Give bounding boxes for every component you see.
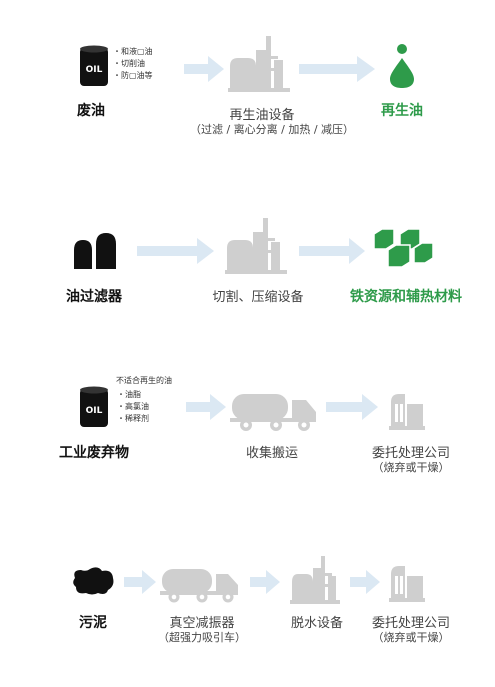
svg-text:OIL: OIL xyxy=(86,406,103,416)
source-label-waste-oil: 废油 xyxy=(77,103,105,119)
output-label-iron-resources: 铁资源和辅热材料 xyxy=(350,289,462,305)
refinery-plant-icon xyxy=(225,218,287,274)
factory-icon xyxy=(389,394,425,430)
source-label-oil-filter: 油过滤器 xyxy=(66,289,122,305)
output-label-recycled-oil: 再生油 xyxy=(381,103,423,119)
factory-icon xyxy=(389,566,425,602)
oil-barrel-icon: OIL xyxy=(80,45,108,86)
process-label-dewatering: 脱水设备 xyxy=(290,616,344,631)
arrow-icon xyxy=(124,570,156,594)
arrow-icon xyxy=(326,394,378,420)
vacuum-truck-icon xyxy=(160,569,238,603)
arrow-icon xyxy=(137,238,214,264)
tanker-truck-icon xyxy=(230,394,316,431)
process-label-vacuum: 真空减振器 xyxy=(169,616,235,631)
source-label-industrial-waste: 工业废弃物 xyxy=(59,445,129,461)
process-sub-suction-truck: （超强力吸引车） xyxy=(158,631,246,644)
process-label-cutting: 切割、压缩设备 xyxy=(212,290,304,305)
arrow-icon xyxy=(299,238,365,264)
output-label-contractor: 委托处理公司 xyxy=(371,616,451,631)
sludge-icon xyxy=(73,567,114,595)
arrow-icon xyxy=(299,56,375,82)
oil-drop-icon xyxy=(390,44,414,88)
output-sub-disposal: （烧弃或干燥） xyxy=(372,461,450,474)
arrow-icon xyxy=(184,56,224,82)
oil-filter-icon xyxy=(74,233,116,269)
arrow-icon xyxy=(250,570,280,594)
process-sub-refining: （过滤 / 离心分离 / 加热 / 减压） xyxy=(189,123,355,136)
oil-type-notes: ・和液▢油 ・切削油 ・防▢油等 xyxy=(113,47,153,80)
unsuitable-oil-notes: ・油脂 ・高氯油 ・稀释剂 xyxy=(117,390,149,423)
output-label-contractor: 委托处理公司 xyxy=(371,446,451,461)
oil-barrel-icon: OIL xyxy=(80,386,108,427)
refinery-plant-icon xyxy=(290,556,340,604)
source-label-sludge: 污泥 xyxy=(79,615,107,631)
cube-blocks-icon xyxy=(373,228,434,268)
refinery-plant-icon xyxy=(228,36,290,92)
arrow-icon xyxy=(350,570,380,594)
arrow-icon xyxy=(186,394,226,420)
process-label-collection-transport: 收集搬运 xyxy=(245,446,299,461)
process-label-refining: 再生油设备 xyxy=(229,108,295,123)
unsuitable-oil-title: 不适合再生的油 xyxy=(116,376,172,385)
svg-text:OIL: OIL xyxy=(86,65,103,75)
output-sub-disposal: （烧弃或干燥） xyxy=(372,631,450,644)
